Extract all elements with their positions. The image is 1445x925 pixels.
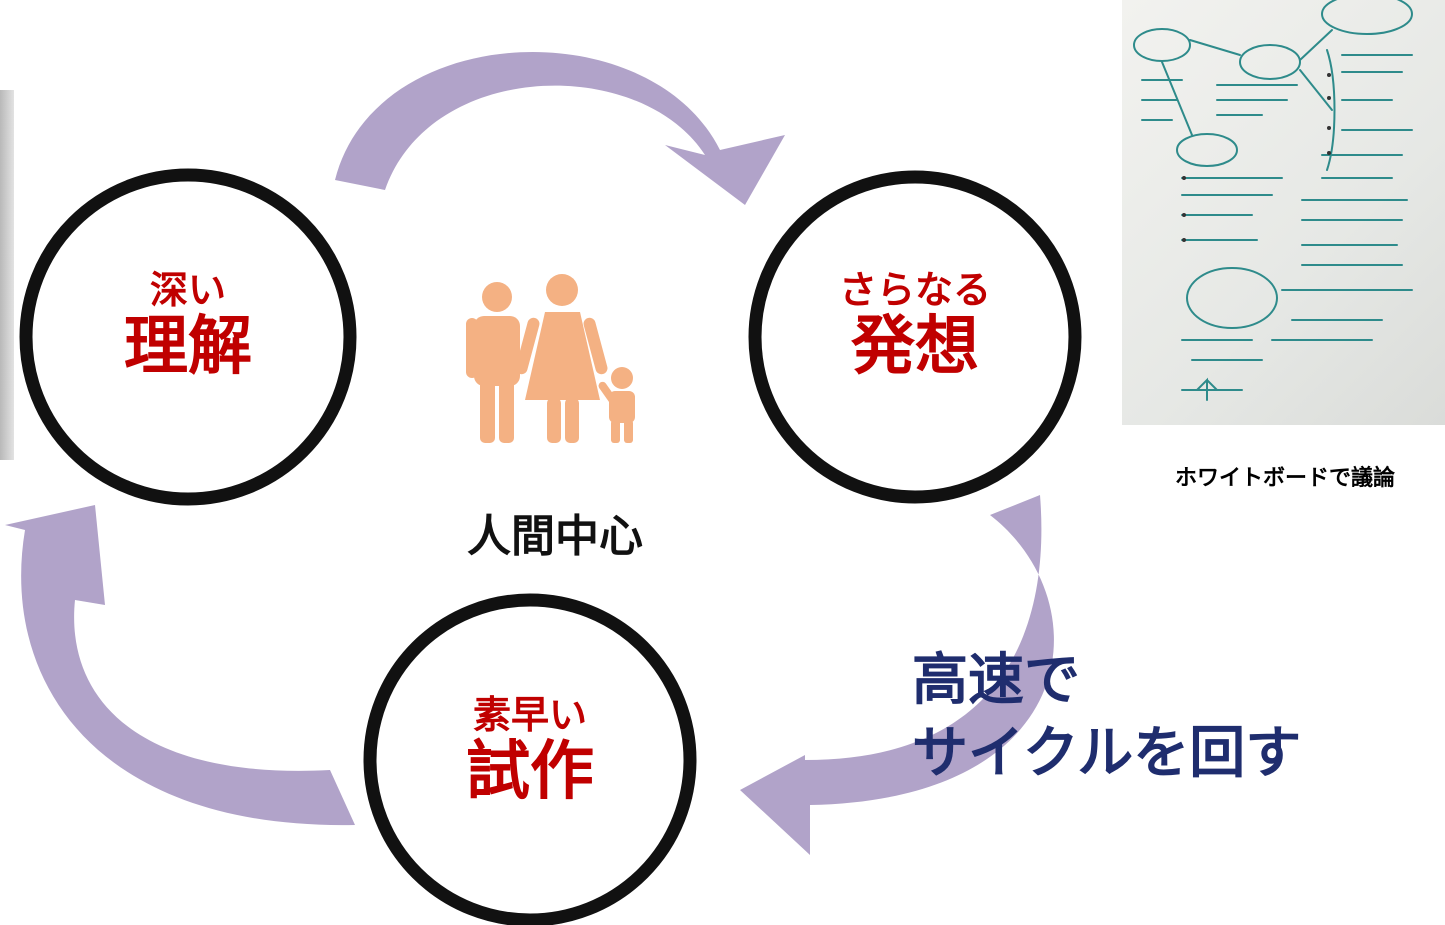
node-understand-small: 深い: [149, 268, 226, 312]
node-idea-big: 発想: [851, 309, 979, 384]
whiteboard-scribbles: [1133, 0, 1413, 401]
cycle-text: 高速で サイクルを回す: [912, 645, 1301, 791]
arrow-top: [335, 52, 785, 205]
center-label: 人間中心: [467, 511, 643, 562]
node-idea: さらなる 発想: [805, 268, 1025, 384]
node-prototype: 素早い 試作: [430, 693, 630, 809]
node-understand: 深い 理解: [88, 268, 288, 384]
node-understand-big: 理解: [124, 309, 252, 384]
circle-idea: [748, 170, 1082, 504]
circle-prototype: [363, 593, 697, 925]
node-prototype-big: 試作: [466, 734, 594, 809]
arrow-right: [740, 495, 1054, 855]
node-prototype-small: 素早い: [472, 693, 587, 737]
background-edge: [0, 90, 14, 460]
whiteboard-photo: [1122, 0, 1445, 425]
whiteboard-caption: ホワイトボードで議論: [1174, 466, 1395, 491]
family-icon: [466, 274, 635, 443]
cycle-text-line1: 高速で: [912, 648, 1080, 713]
cycle-text-line2: サイクルを回す: [912, 720, 1302, 786]
circle-understand: [19, 168, 357, 506]
node-idea-small: さらなる: [838, 268, 991, 312]
arrow-left: [5, 505, 355, 826]
